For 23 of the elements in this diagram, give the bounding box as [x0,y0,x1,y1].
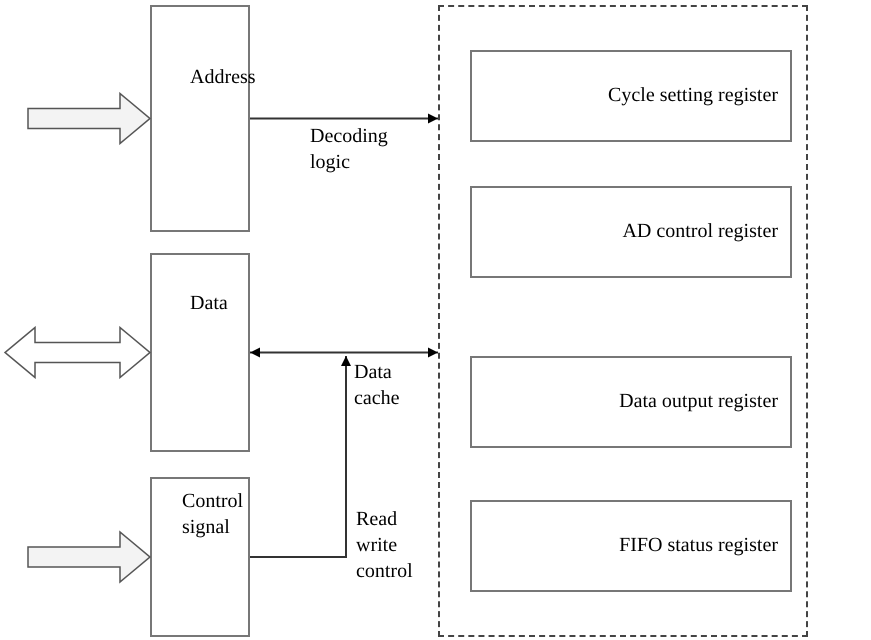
block-label: FIFO status register [619,534,778,556]
block-label: Data output register [619,390,778,412]
block-arrow [4,326,152,380]
block-arrow [27,530,152,584]
block-label: Control signal [182,490,244,538]
edge-label: Decoding logic [310,125,388,173]
arrow [250,356,351,558]
block-label: Cycle setting register [608,84,778,106]
arrow [250,114,438,124]
block-box [150,253,250,452]
register-box [470,50,792,142]
edge-label: Read write control [356,508,413,582]
block-arrow [27,92,152,146]
dashed-group-frame [438,5,808,637]
register-box [470,356,792,448]
block-label: Address [190,66,256,88]
register-box [470,186,792,278]
block-box [150,477,250,637]
block-label: AD control register [622,220,778,242]
register-box [470,500,792,592]
edge-label: Data cache [354,361,400,409]
arrow [250,348,438,358]
block-label: Data [190,292,228,314]
